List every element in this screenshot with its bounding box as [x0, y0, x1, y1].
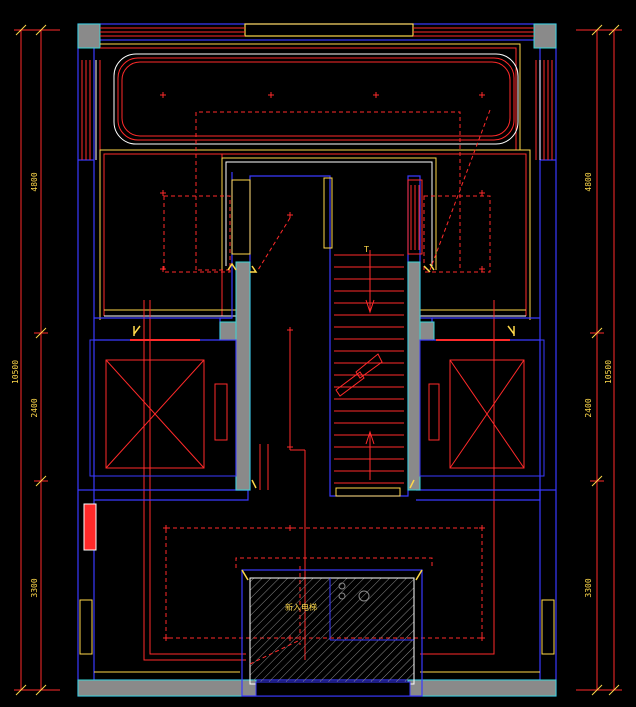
- top-window: [244, 23, 414, 37]
- elevator-left: [89, 339, 237, 477]
- stair-up-marker: T: [363, 245, 369, 254]
- dashed-ceiling-lines: [163, 109, 491, 645]
- lower-lobby: [79, 503, 555, 673]
- top-banding: [100, 27, 534, 150]
- right-dimension-group: [576, 24, 622, 696]
- right-dim-seg-3: 3300: [584, 578, 593, 597]
- left-dim-seg-1: 4800: [30, 172, 39, 191]
- right-dim-seg-2: 2400: [584, 398, 593, 417]
- left-dim-total: 10500: [11, 360, 20, 384]
- core-columns: [219, 261, 435, 491]
- left-dim-seg-3: 3300: [30, 578, 39, 597]
- left-dim-seg-2: 2400: [30, 398, 39, 417]
- right-dim-seg-1: 4800: [584, 172, 593, 191]
- door-markers: [133, 262, 515, 489]
- stair-treads: [334, 250, 404, 484]
- door-frames: [231, 177, 423, 497]
- upper-ceiling-outline: [99, 149, 531, 320]
- left-dimension-group: [14, 24, 60, 696]
- ceiling-rounded-feature: [113, 53, 519, 145]
- room-label: 新入电梯: [285, 602, 317, 612]
- entrance-area: [241, 569, 423, 697]
- core-walls: [94, 172, 541, 501]
- right-dim-total: 10500: [604, 360, 613, 384]
- elevator-right: [419, 339, 545, 477]
- conduit-lines: [143, 300, 495, 661]
- right-trim-strip: [535, 60, 553, 160]
- left-trim-strip: [81, 60, 101, 160]
